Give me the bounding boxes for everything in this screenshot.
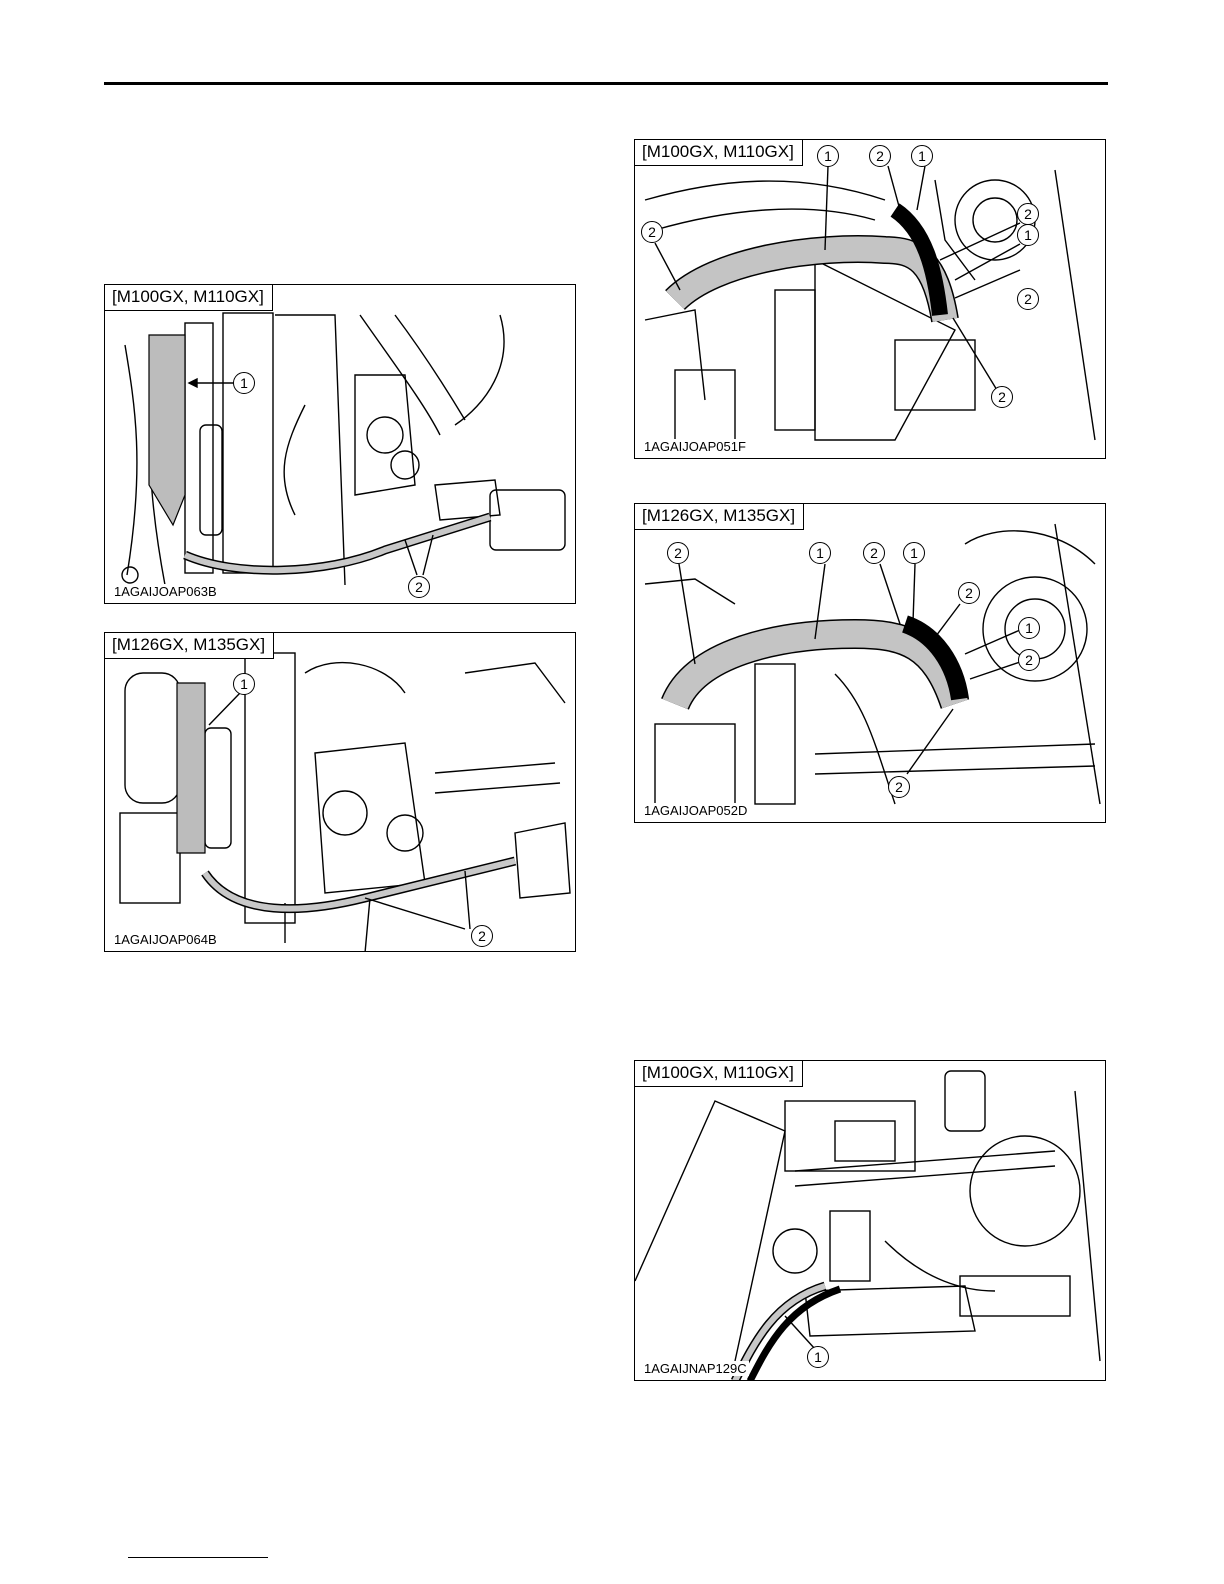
footer-rule xyxy=(128,1557,268,1558)
figure-129c: [M100GX, M110GX] 1AGAIJNAP129C 1 xyxy=(634,1060,1106,1381)
callout-2: 2 xyxy=(863,542,885,564)
callout-1: 1 xyxy=(807,1346,829,1368)
callout-2: 2 xyxy=(1018,649,1040,671)
callout-2: 2 xyxy=(991,386,1013,408)
callout-1: 1 xyxy=(1018,617,1040,639)
header-rule xyxy=(104,82,1108,85)
figure-063b: [M100GX, M110GX] 1AGAIJOAP063B 1 2 xyxy=(104,284,576,604)
callout-1: 1 xyxy=(233,372,255,394)
callout-2: 2 xyxy=(471,925,493,947)
figure-model-label: [M126GX, M135GX] xyxy=(635,504,804,530)
callout-1: 1 xyxy=(911,145,933,167)
engine-illustration-129c xyxy=(635,1061,1106,1381)
callout-2: 2 xyxy=(888,776,910,798)
callout-1: 1 xyxy=(233,673,255,695)
callout-1: 1 xyxy=(809,542,831,564)
callout-1: 1 xyxy=(1017,224,1039,246)
callout-2: 2 xyxy=(958,582,980,604)
figure-model-label: [M100GX, M110GX] xyxy=(635,140,803,166)
figure-code: 1AGAIJNAP129C xyxy=(642,1361,749,1376)
figure-model-label: [M126GX, M135GX] xyxy=(105,633,274,659)
callout-1: 1 xyxy=(817,145,839,167)
engine-illustration-064b xyxy=(105,633,576,952)
figure-code: 1AGAIJOAP051F xyxy=(642,439,748,454)
figure-code: 1AGAIJOAP064B xyxy=(112,932,219,947)
callout-1: 1 xyxy=(903,542,925,564)
figure-051f: [M100GX, M110GX] 1AGAIJOAP051F 1 2 1 2 2… xyxy=(634,139,1106,459)
callout-2: 2 xyxy=(667,542,689,564)
callout-2: 2 xyxy=(1017,288,1039,310)
figure-code: 1AGAIJOAP063B xyxy=(112,584,219,599)
engine-illustration-063b xyxy=(105,285,576,604)
callout-2: 2 xyxy=(1017,203,1039,225)
callout-2: 2 xyxy=(641,221,663,243)
figure-model-label: [M100GX, M110GX] xyxy=(105,285,273,311)
figure-064b: [M126GX, M135GX] 1AGAIJOAP064B 1 2 xyxy=(104,632,576,952)
figure-052d: [M126GX, M135GX] 1AGAIJOAP052D 2 1 2 1 2… xyxy=(634,503,1106,823)
figure-code: 1AGAIJOAP052D xyxy=(642,803,749,818)
callout-2: 2 xyxy=(869,145,891,167)
callout-2: 2 xyxy=(408,576,430,598)
figure-model-label: [M100GX, M110GX] xyxy=(635,1061,803,1087)
